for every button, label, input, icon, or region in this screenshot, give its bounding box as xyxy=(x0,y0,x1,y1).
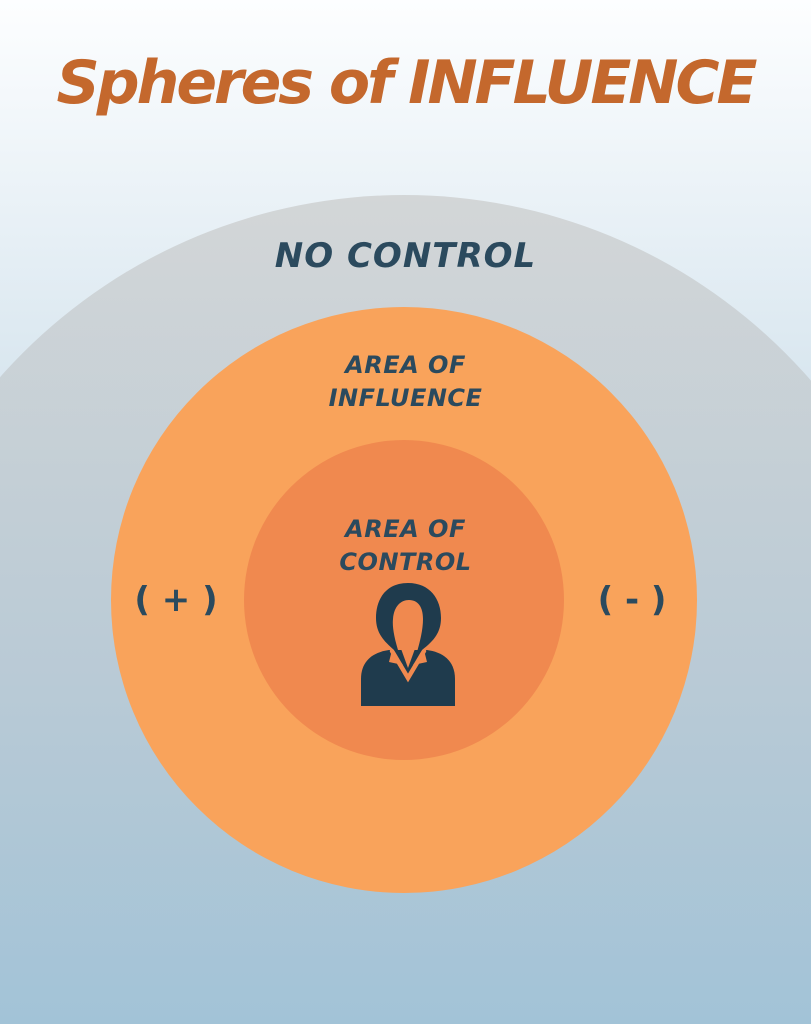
person-neck xyxy=(400,646,416,668)
person-icon-svg xyxy=(361,583,455,706)
person-lapel-left xyxy=(389,650,403,665)
person-icon xyxy=(356,580,460,706)
person-lapel-right xyxy=(413,650,427,665)
negative-sign: ( - ) xyxy=(597,580,667,620)
area-of-control-label-line1: AREA OF xyxy=(345,515,466,543)
area-of-influence-label-line1: AREA OF xyxy=(345,351,466,379)
area-of-control-label-line2: CONTROL xyxy=(339,548,472,576)
person-hair xyxy=(376,583,441,659)
area-of-influence-label: AREA OF INFLUENCE xyxy=(0,349,811,415)
area-of-influence-label-line2: INFLUENCE xyxy=(328,384,483,412)
page-title: Spheres of INFLUENCE xyxy=(56,48,757,118)
area-of-control-label: AREA OF CONTROL xyxy=(0,513,811,579)
no-control-label: NO CONTROL xyxy=(274,236,537,276)
positive-sign: ( + ) xyxy=(134,580,218,620)
